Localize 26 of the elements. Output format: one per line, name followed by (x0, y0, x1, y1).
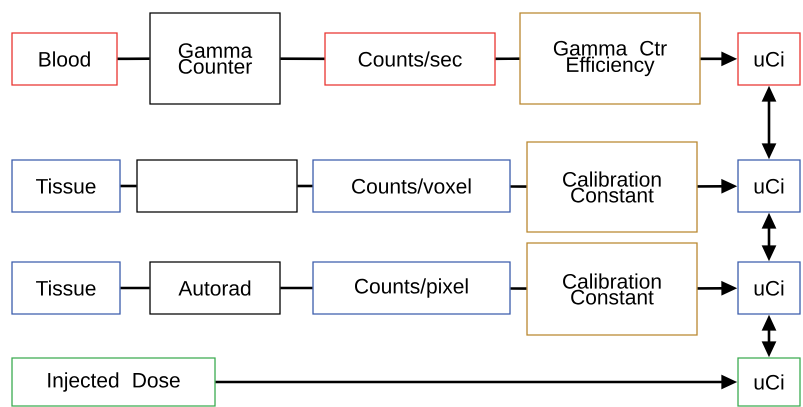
factor-box: Calibration Constant (526, 242, 698, 336)
instrument-box: Autorad (149, 261, 281, 315)
measure-box: Counts/voxel (312, 159, 511, 213)
measure-box: Counts/sec (324, 32, 496, 86)
connector-line (510, 185, 526, 188)
unit-box: uCi (737, 261, 801, 315)
connector-line (280, 57, 324, 60)
factor-box: Calibration Constant (526, 141, 698, 233)
connector-line (120, 286, 150, 290)
unit-box: uCi (737, 357, 801, 407)
connector-line (510, 287, 526, 290)
sample-box: Blood (11, 32, 118, 86)
unit-box: uCi (737, 32, 801, 86)
connector-line (120, 184, 136, 188)
sample-box: Tissue (11, 159, 121, 213)
instrument-box: Gamma Counter (149, 12, 281, 105)
sample-box: Tissue (11, 261, 121, 315)
connector-line (496, 57, 520, 60)
factor-box: Gamma Ctr Efficiency (519, 12, 701, 105)
connector-line (280, 286, 312, 290)
sample-box: Injected Dose (11, 357, 216, 407)
instrument-box (136, 159, 298, 213)
unit-box: uCi (737, 159, 801, 213)
connector-line (298, 184, 312, 188)
connector-line (118, 57, 150, 60)
measure-box: Counts/pixel (312, 261, 511, 315)
